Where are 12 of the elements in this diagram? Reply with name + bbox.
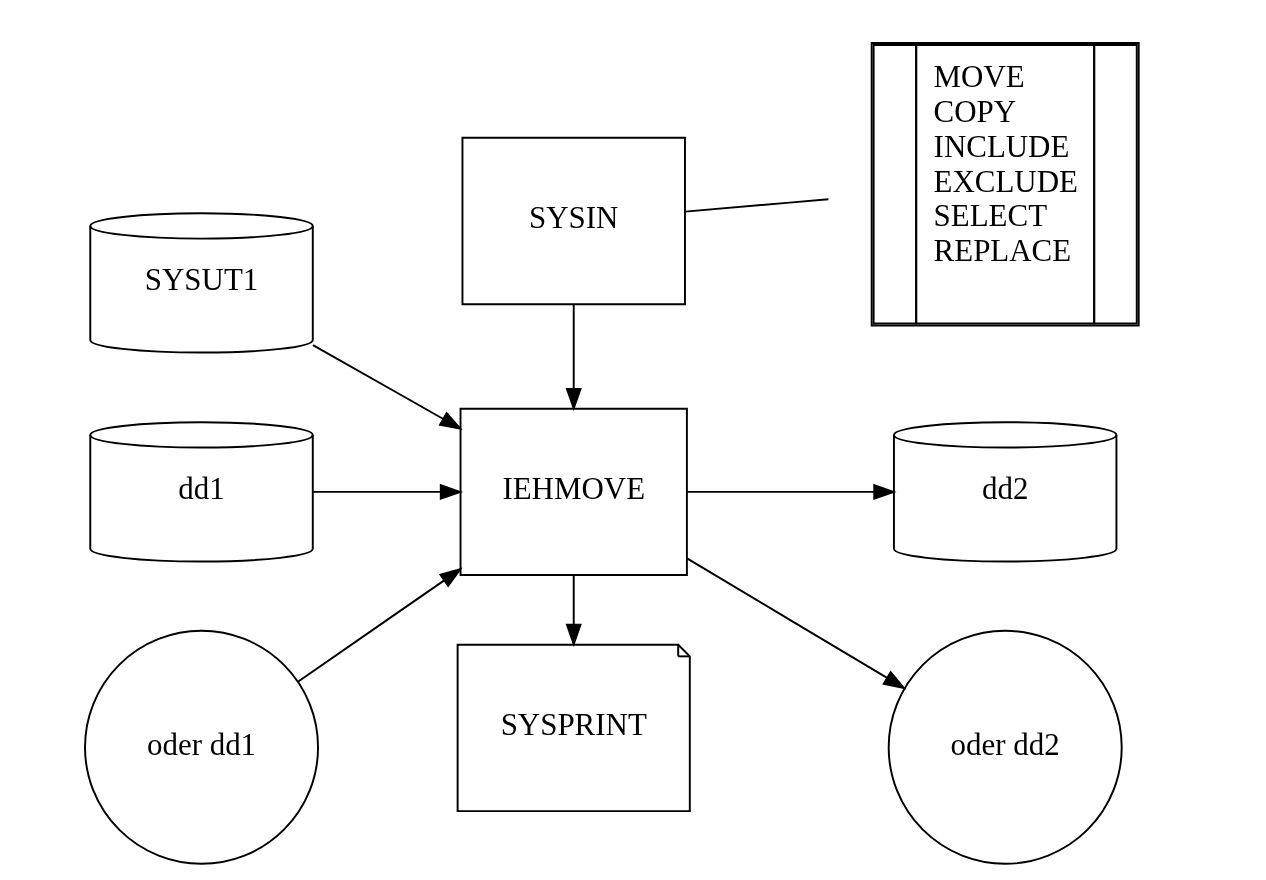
arrow — [565, 303, 582, 412]
arrow — [297, 567, 463, 683]
arrow — [686, 557, 907, 690]
arrow — [312, 344, 463, 430]
arrow — [565, 574, 582, 647]
connector — [684, 198, 830, 213]
node-circle: oder dd1 — [84, 629, 319, 865]
arrow — [686, 483, 897, 500]
arrow — [312, 483, 464, 500]
node-box: IEHMOVE — [459, 407, 688, 577]
node-circle: oder dd2 — [887, 629, 1123, 865]
node-box: SYSIN — [461, 136, 686, 306]
